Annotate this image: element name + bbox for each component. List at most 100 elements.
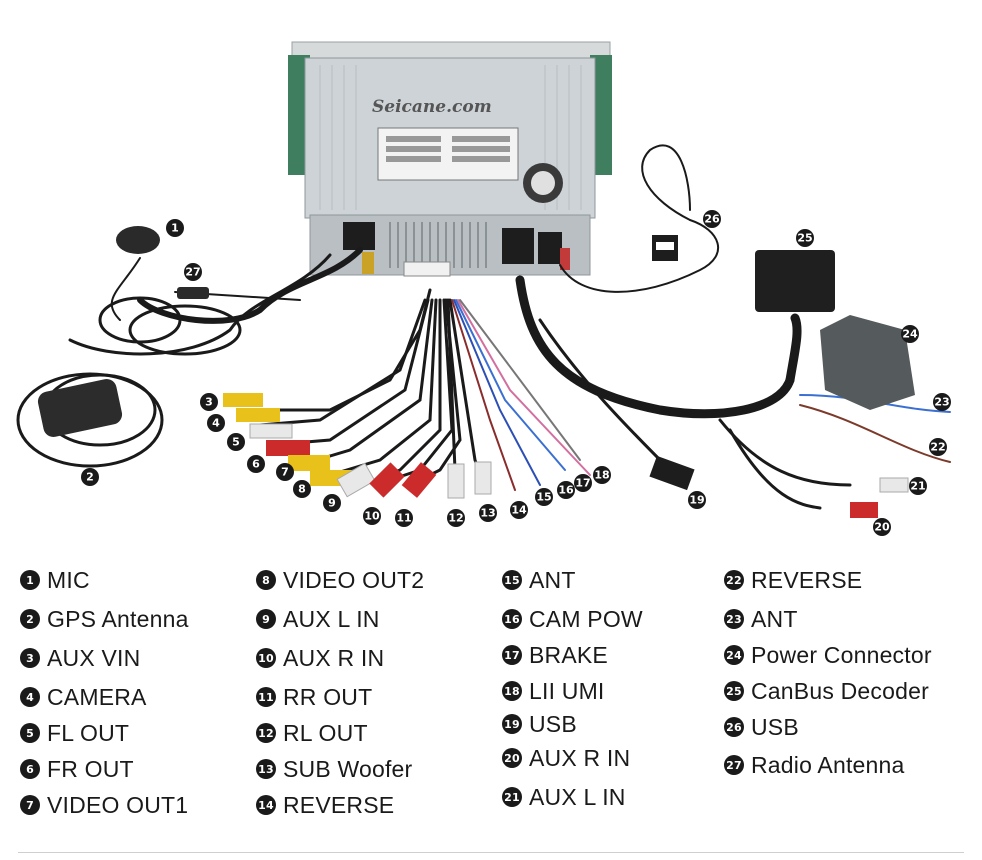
legend-label: MIC <box>47 566 90 593</box>
svg-text:15: 15 <box>536 491 551 504</box>
legend-badge: 20 <box>502 748 522 768</box>
legend-label: AUX R IN <box>283 644 385 671</box>
legend-label: AUX L IN <box>529 783 626 810</box>
svg-text:11: 11 <box>396 512 411 525</box>
svg-text:24: 24 <box>902 328 918 341</box>
legend-badge: 7 <box>20 795 40 815</box>
legend-badge: 23 <box>724 609 744 629</box>
svg-text:3: 3 <box>205 396 213 409</box>
svg-text:17: 17 <box>575 477 590 490</box>
legend-item: 13 SUB Woofer <box>256 751 424 787</box>
legend-badge: 18 <box>502 681 522 701</box>
svg-text:1: 1 <box>171 222 179 235</box>
legend-label: REVERSE <box>751 566 863 593</box>
callout-5: 5 <box>227 433 245 451</box>
svg-text:8: 8 <box>298 483 306 496</box>
legend-badge: 9 <box>256 609 276 629</box>
legend-badge: 12 <box>256 723 276 743</box>
legend-badge: 21 <box>502 787 522 807</box>
callout-14: 14 <box>510 501 528 519</box>
legend-label: VIDEO OUT1 <box>47 791 189 818</box>
legend-item: 18 LII UMI <box>502 673 643 709</box>
legend-label: REVERSE <box>283 791 395 818</box>
svg-text:21: 21 <box>910 480 925 493</box>
callout-4: 4 <box>207 414 225 432</box>
callout-6: 6 <box>247 455 265 473</box>
legend-label: FL OUT <box>47 719 130 746</box>
callout-15: 15 <box>535 488 553 506</box>
watermark: Seicane.com <box>372 97 492 117</box>
svg-text:10: 10 <box>364 510 380 523</box>
legend-item: 9 AUX L IN <box>256 601 424 637</box>
callout-7: 7 <box>276 463 294 481</box>
callout-13: 13 <box>479 504 497 522</box>
legend-badge: 4 <box>20 687 40 707</box>
svg-text:25: 25 <box>797 232 812 245</box>
callout-26: 26 <box>703 210 721 228</box>
legend-badge: 1 <box>20 570 40 590</box>
callout-24: 24 <box>901 325 919 343</box>
callout-8: 8 <box>293 480 311 498</box>
svg-text:27: 27 <box>185 266 200 279</box>
callout-18: 18 <box>593 466 611 484</box>
callout-25: 25 <box>796 229 814 247</box>
callout-11: 11 <box>395 509 413 527</box>
legend-label: RR OUT <box>283 683 373 710</box>
callout-23: 23 <box>933 393 951 411</box>
svg-text:26: 26 <box>704 213 720 226</box>
legend-badge: 13 <box>256 759 276 779</box>
callout-20: 20 <box>873 518 891 536</box>
legend-badge: 3 <box>20 648 40 668</box>
svg-text:5: 5 <box>232 436 240 449</box>
svg-text:12: 12 <box>448 512 463 525</box>
callout-16: 16 <box>557 481 575 499</box>
legend-item: 23 ANT <box>724 601 932 637</box>
legend-label: RL OUT <box>283 719 368 746</box>
svg-text:2: 2 <box>86 471 94 484</box>
callout-17: 17 <box>574 474 592 492</box>
legend-item: 7 VIDEO OUT1 <box>20 787 189 823</box>
callout-21: 21 <box>909 477 927 495</box>
callout-9: 9 <box>323 494 341 512</box>
legend-label: VIDEO OUT2 <box>283 566 425 593</box>
legend-label: ANT <box>751 605 798 632</box>
legend-label: CanBus Decoder <box>751 677 929 704</box>
callout-1: 1 <box>166 219 184 237</box>
legend-badge: 27 <box>724 755 744 775</box>
legend-label: AUX L IN <box>283 605 380 632</box>
legend-label: Power Connector <box>751 641 932 668</box>
legend-badge: 24 <box>724 645 744 665</box>
legend-label: SUB Woofer <box>283 755 413 782</box>
svg-text:19: 19 <box>689 494 704 507</box>
legend-badge: 19 <box>502 714 522 734</box>
svg-text:18: 18 <box>594 469 609 482</box>
legend-item: 1 MIC <box>20 562 189 598</box>
callout-2: 2 <box>81 468 99 486</box>
wiring-diagram: Seicane.com <box>16 41 951 536</box>
svg-text:22: 22 <box>930 441 945 454</box>
legend-badge: 17 <box>502 645 522 665</box>
legend-label: ANT <box>529 566 576 593</box>
callout-22: 22 <box>929 438 947 456</box>
legend-label: LII UMI <box>529 677 605 704</box>
legend-label: GPS Antenna <box>47 605 189 632</box>
legend-item: 21 AUX L IN <box>502 779 643 815</box>
